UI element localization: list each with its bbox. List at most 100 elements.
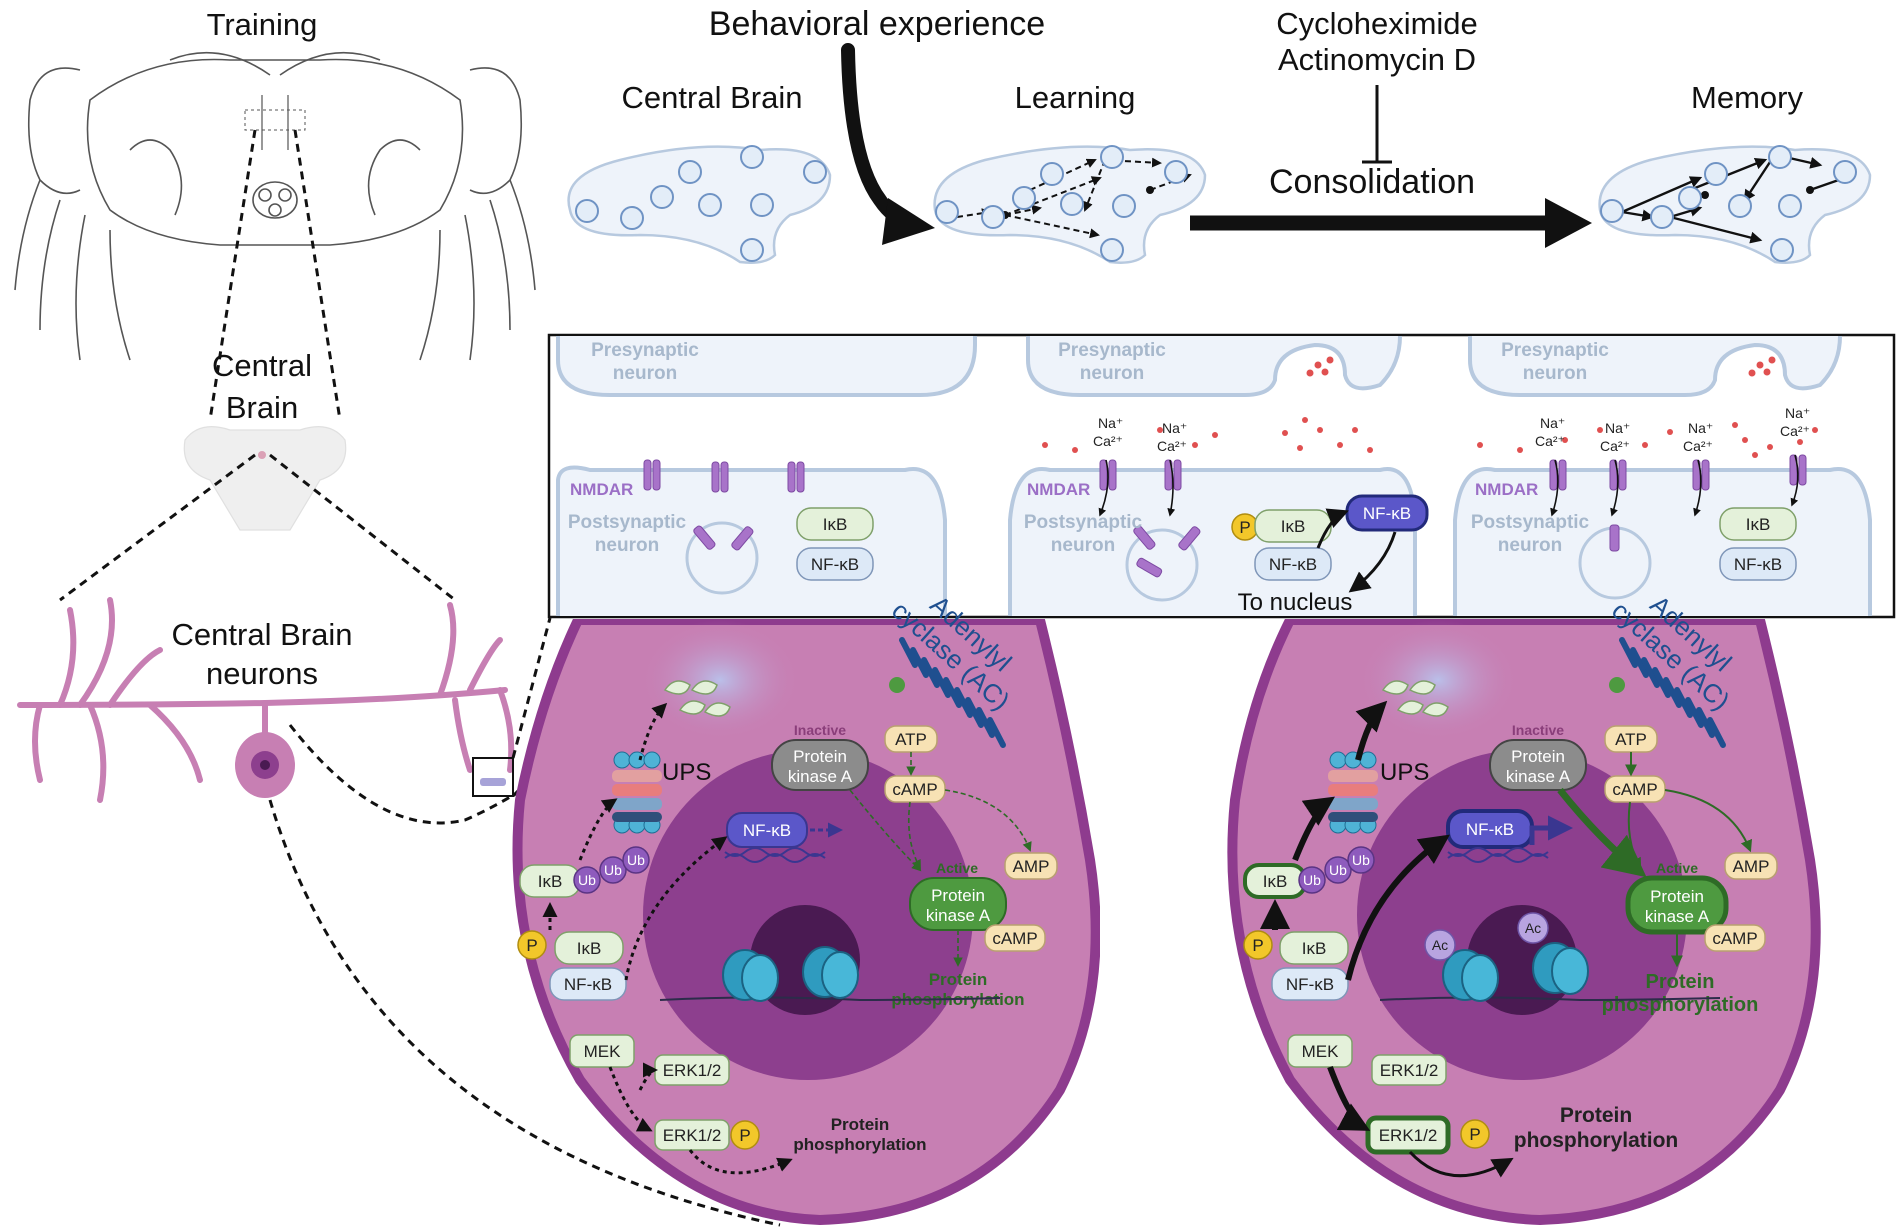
mek-chip-right [1287,1034,1353,1068]
nmdar-label-2: NMDAR [1027,480,1090,499]
zoom-line [293,129,342,421]
nfkb-text-3: NF-κB [1734,555,1782,574]
ikb-chip-left [554,931,624,965]
erk-phospho-left [730,1120,760,1150]
erk-text-left: ERK1/2 [663,1061,722,1080]
synapse-marker [480,778,506,786]
degraded-ikb-right [1381,680,1449,717]
svg-text:Ca²⁺: Ca²⁺ [1683,438,1713,454]
dna-left [724,847,826,863]
phospho-text-left: P [526,936,537,955]
ikb-chip [796,507,874,541]
erk-arrows-left [608,1062,793,1175]
erk-arrows-right [1327,1065,1371,1131]
chromatin-right [1379,942,1721,1002]
nfkb-text: NF-κB [811,555,859,574]
glow-right [1358,620,1518,740]
presynaptic-vesicle [1306,356,1776,377]
atp-text-right: ATP [1615,730,1647,749]
nfkb-chip-3 [1719,547,1797,581]
erk-phospho-text-right: P [1469,1125,1480,1144]
nucleus-arrow [1348,531,1397,593]
svg-text:Ca²⁺: Ca²⁺ [1093,433,1123,449]
memory-title: Memory [1691,80,1803,115]
phospho-right [1243,930,1273,960]
active-label-right: Active [1656,860,1698,876]
svg-text:Na⁺: Na⁺ [1162,420,1187,436]
camp-bound-text-left: cAMP [992,929,1037,948]
zoom-line [269,453,456,602]
to-nucleus-label: To nucleus [1238,589,1353,616]
erk-p-chip-left [654,1119,730,1151]
presynaptic-membrane-3 [1468,336,1842,397]
erk-text-right: ERK1/2 [1380,1061,1439,1080]
zoom-line [511,617,552,759]
camp-text-right: cAMP [1612,780,1657,799]
ikb-text-2: IκB [1281,517,1306,536]
nfkb-chip-2 [1254,547,1332,581]
camp-bound-text-right: cAMP [1712,929,1757,948]
ion-influx-arrows [1098,454,1799,517]
ubiquitin-left [573,846,650,894]
adenylyl-cyclase-right [1619,637,1726,748]
erk-phospho-right [1460,1119,1490,1149]
nfkb-text-2: NF-κB [1269,555,1317,574]
chromatin-left [659,946,1001,1002]
erk-p-chip-right [1365,1115,1451,1155]
svg-text:Ca²⁺: Ca²⁺ [1780,423,1810,439]
neuron-nucleolus [260,760,270,770]
svg-text:Na⁺: Na⁺ [1098,415,1123,431]
experience-arrowhead [882,198,935,245]
inactive-label-left: Inactive [794,722,846,738]
acetyl-badge-1 [1424,929,1456,961]
pka-inactive-left [771,739,869,791]
crab-illustration [14,51,536,361]
amp-text-right: AMP [1733,857,1770,876]
active-label-left: Active [936,860,978,876]
amp-chip-left [1004,852,1058,880]
brain-naive [567,145,832,264]
erk-chip-right [1371,1054,1447,1086]
zoom-line [268,799,781,1227]
ub-text-left-2: Ub [604,862,622,878]
ubiquitin-right [1298,846,1375,894]
svg-text:Na⁺: Na⁺ [1785,405,1810,421]
ion-labels: Na⁺Ca²⁺ Na⁺Ca²⁺ Na⁺Ca²⁺ Na⁺Ca²⁺ Na⁺Ca²⁺ … [1093,405,1810,454]
phospho-text: P [1239,518,1250,537]
ikb-chip-right [1279,931,1349,965]
nfkb-chip-right [1271,967,1349,1001]
acetyl-text-2: Ac [1525,920,1541,936]
nmdar-receptors [643,454,1807,493]
ub-text-right-3: Ub [1352,852,1370,868]
vesicle-receptors [693,524,1620,578]
adenylyl-cyclase-left [899,637,1006,748]
glow-left [640,620,800,740]
phospho-text-right: P [1252,936,1263,955]
central-brain-title: Central Brain [622,80,803,115]
nfkb-text-right: NF-κB [1286,975,1334,994]
camp-bound-right [1704,924,1766,952]
ub-text-left-1: Ub [578,872,596,888]
svg-text:Ca²⁺: Ca²⁺ [1600,438,1630,454]
transcription-arrow-right [1529,815,1573,845]
training-label: Training [207,7,318,42]
atp-text-left: ATP [895,730,927,749]
learning-title: Learning [1015,80,1136,115]
erk-output-arrow-right [1408,1150,1514,1178]
nmdar-label-1: NMDAR [570,480,633,499]
svg-text:Ca²⁺: Ca²⁺ [1157,438,1187,454]
consolidation-arrowhead [1545,198,1592,248]
pka-activation-arrow-right [1557,787,1647,878]
degraded-ikb-left [663,680,731,717]
ikb-text: IκB [823,515,848,534]
